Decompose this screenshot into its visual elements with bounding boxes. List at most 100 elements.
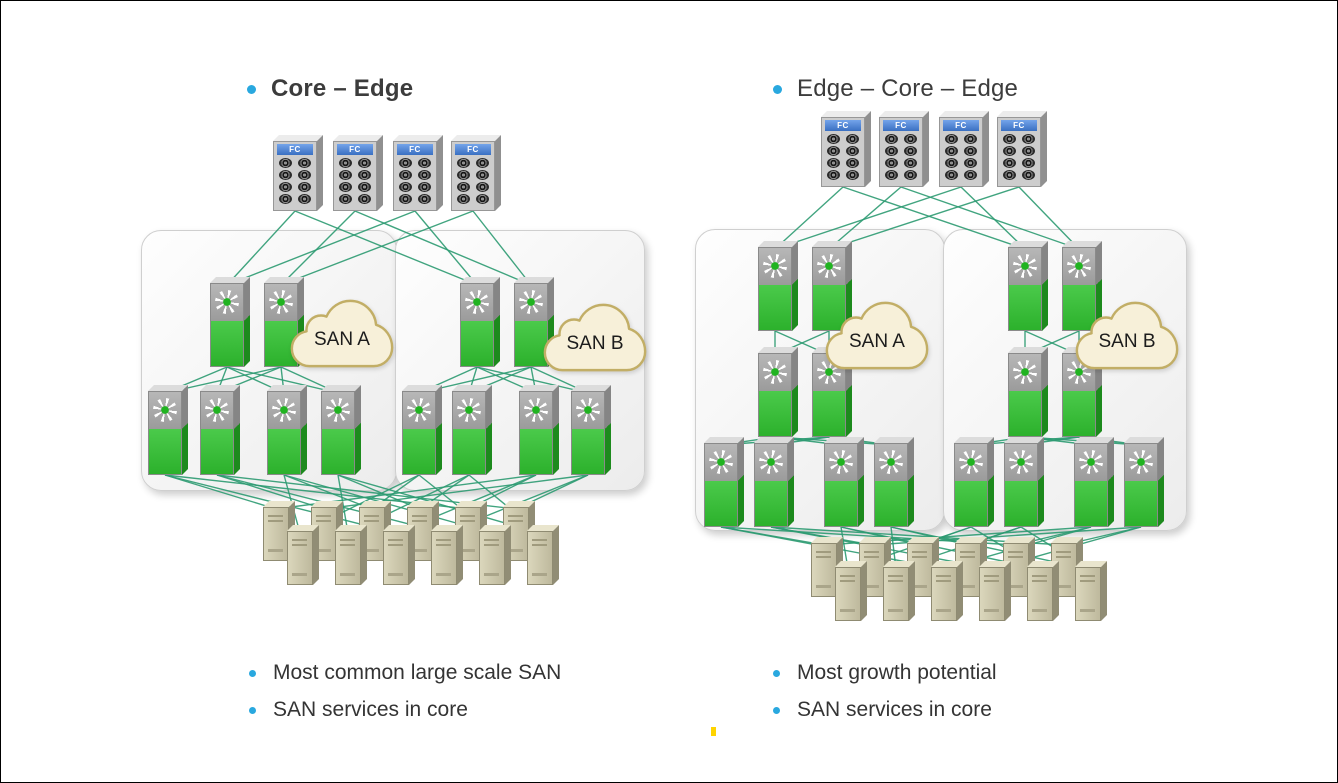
bullet-icon [249,706,256,714]
disk-icon [945,158,958,168]
edge-switch [452,385,492,475]
edge-switch [824,437,864,527]
disk-array [452,156,494,206]
fc-storage-array: FC [451,135,501,211]
san-cloud: SAN B [1069,299,1185,373]
disk-icon [904,158,917,168]
right-title-text: Edge – Core – Edge [797,75,1019,102]
disk-icon [846,134,859,144]
connection-line [164,474,277,510]
switch-starburst-icon [709,450,733,474]
edge-switch [1124,437,1164,527]
disk-icon [339,170,352,180]
bullet-icon [773,84,782,94]
connection-line [476,366,589,394]
switch-starburst-icon [829,450,853,474]
disk-icon [904,146,917,156]
edge-switch [267,385,307,475]
server-tower [431,525,463,585]
disk-icon [339,158,352,168]
switch-starburst-icon [879,450,903,474]
disk-icon [1022,158,1035,168]
server-tower [479,525,511,585]
fc-label: FC [337,144,373,155]
switch-starburst-icon [1079,450,1103,474]
note-text: Most common large scale SAN [273,661,562,684]
edge-switch [758,241,798,331]
disk-icon [945,170,958,180]
server-tower [883,561,915,621]
left-title-text: Core – Edge [271,75,414,102]
disk-icon [904,170,917,180]
switch-starburst-icon [959,450,983,474]
disk-icon [1003,158,1016,168]
connection-line [226,210,296,286]
disk-array [394,156,436,206]
connection-line [280,210,474,286]
core-switch [460,277,500,367]
bullet-icon [249,669,256,677]
fc-label: FC [277,144,313,155]
disk-icon [846,146,859,156]
cloud-shape [825,301,929,370]
edge-switch [1074,437,1114,527]
connection-line [828,186,902,250]
disk-icon [358,158,371,168]
fc-label: FC [397,144,433,155]
connection-line [774,186,962,250]
fc-storage-array: FC [273,135,323,211]
note-text: Most growth potential [797,661,997,684]
note-item: Most common large scale SAN [249,661,561,685]
switch-starburst-icon [1013,360,1037,384]
disk-icon [279,182,292,192]
disk-icon [279,158,292,168]
disk-icon [339,194,352,204]
switch-starburst-icon [1013,254,1037,278]
switch-starburst-icon [519,290,543,314]
disk-icon [476,170,489,180]
cloud-shape [1075,301,1179,370]
server-tower [835,561,867,621]
disk-icon [1003,146,1016,156]
disk-icon [279,194,292,204]
san-cloud: SAN A [819,299,935,373]
disk-icon [418,182,431,192]
connection-line [337,474,349,534]
edge-switch [321,385,361,475]
disk-icon [418,194,431,204]
connection-line [1018,186,1080,250]
fc-label: FC [943,120,979,131]
switch-starburst-icon [817,254,841,278]
disk-icon [1003,170,1016,180]
disk-icon [358,182,371,192]
edge-switch [1008,241,1048,331]
disk-icon [298,158,311,168]
server-tower [527,525,559,585]
core-switch [514,277,554,367]
core-switch [210,277,250,367]
switch-starburst-icon [1129,450,1153,474]
cloud-label: SAN B [1098,331,1156,352]
switch-starburst-icon [763,254,787,278]
switch-starburst-icon [215,290,239,314]
stray-mark [711,727,716,736]
switch-starburst-icon [407,398,431,422]
bullet-icon [247,84,256,94]
edge-switch [148,385,188,475]
disk-icon [945,146,958,156]
cloud-label: SAN B [566,333,624,354]
edge-switch [954,437,994,527]
switch-starburst-icon [576,398,600,422]
switch-starburst-icon [457,398,481,422]
server-tower [811,537,843,597]
disk-icon [885,158,898,168]
connection-line [337,474,421,510]
server-tower [979,561,1011,621]
disk-icon [399,182,412,192]
server-tower [1075,561,1107,621]
bullet-icon [773,706,780,714]
cloud-shape [290,299,394,368]
fc-storage-array: FC [821,111,871,187]
